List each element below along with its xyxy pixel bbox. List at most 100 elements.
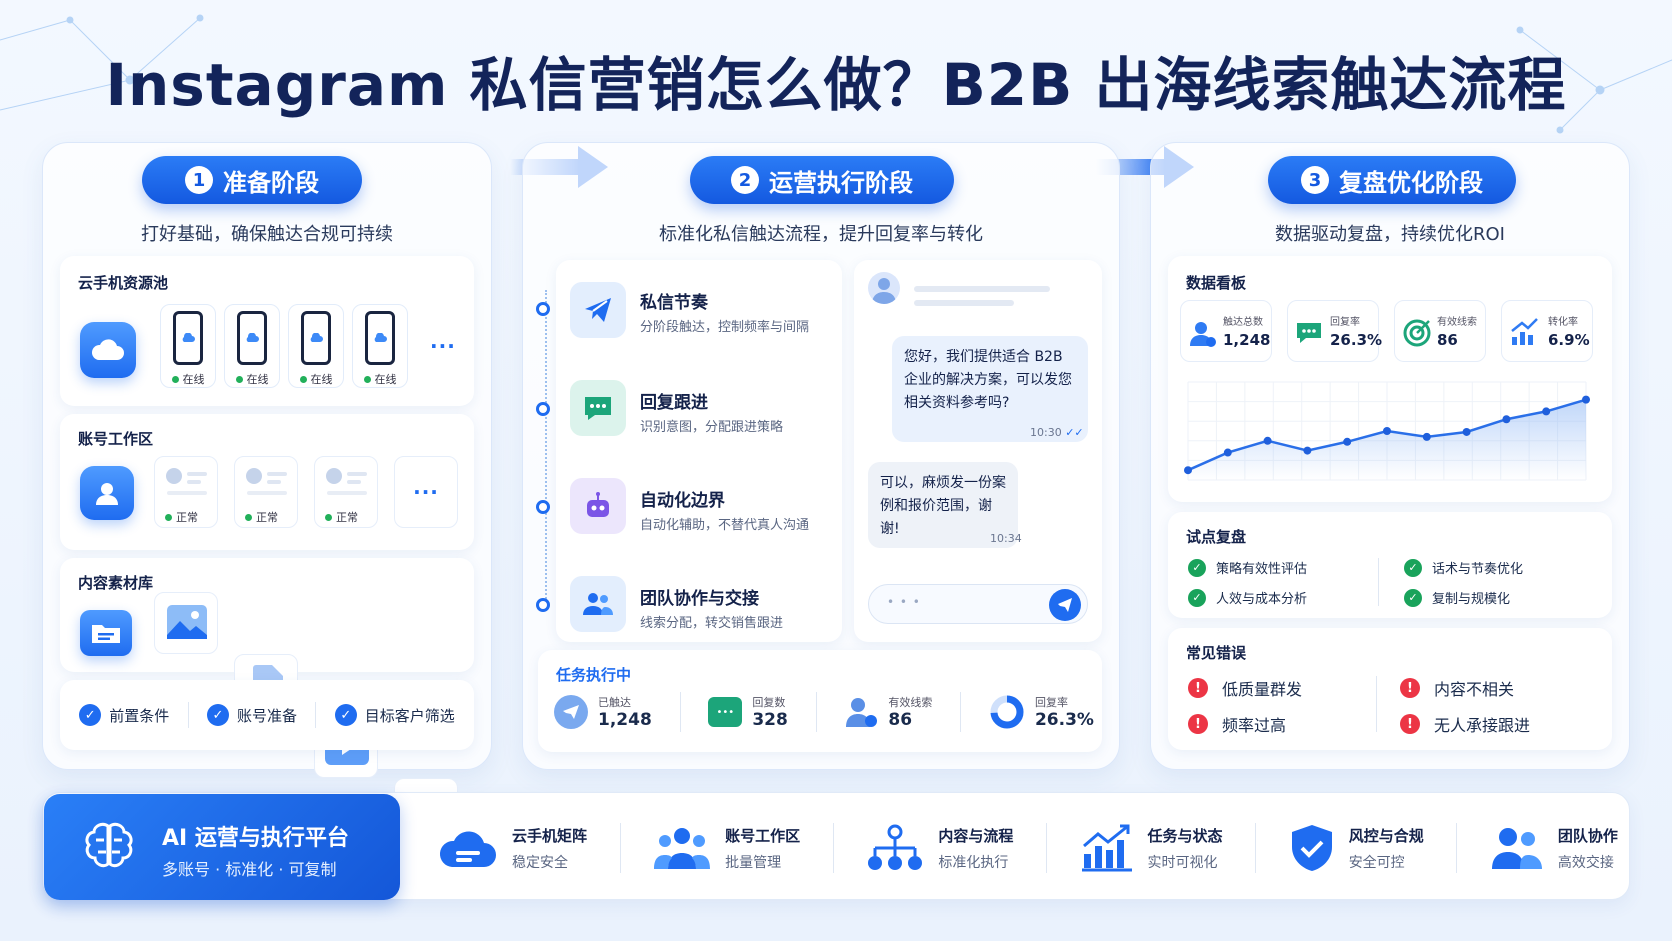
kpi-card: 转化率 6.9% [1501, 300, 1593, 362]
check-item: ✓账号准备 [206, 704, 297, 726]
brain-icon [85, 822, 133, 868]
platform-feature[interactable]: 账号工作区批量管理 [653, 825, 800, 872]
check-icon: ✓ [79, 704, 102, 726]
bar-chart-icon [1081, 824, 1132, 872]
trend-point [1582, 395, 1590, 404]
team-icon [1491, 828, 1542, 869]
stage1-subtitle: 打好基础，确保触达合规可持续 [141, 224, 393, 245]
platform-feature[interactable]: 内容与流程标准化执行 [866, 824, 1013, 872]
skeleton-line [914, 286, 1050, 292]
platform-card[interactable]: AI 运营与执行平台 多账号 · 标准化 · 可复制 [44, 794, 400, 900]
trend-point [1422, 432, 1431, 441]
account-card[interactable]: 正常 [234, 456, 298, 528]
platform-feature[interactable]: 团队协作高效交接 [1490, 825, 1618, 872]
step-timeline [545, 290, 547, 610]
step-dot [536, 598, 550, 612]
prep-checklist: ✓前置条件 ✓账号准备 ✓目标客户筛选 [60, 680, 474, 750]
cloud-pool-card: 云手机资源池 在线 在线 在线 在线 ··· [60, 256, 474, 406]
lead-icon [846, 698, 878, 727]
stage3-subtitle: 数据驱动复盘，持续优化ROI [1275, 224, 1505, 245]
cloud-phone[interactable]: 在线 [352, 304, 408, 388]
account-card[interactable]: 正常 [314, 456, 378, 528]
flow-icon [868, 824, 923, 870]
platform-feature[interactable]: 任务与状态实时可视化 [1080, 824, 1223, 872]
send-icon [570, 282, 626, 338]
chat-input[interactable]: • • • [868, 584, 1088, 624]
read-check-icon: ✓✓ [1065, 426, 1084, 439]
cloud-phone[interactable]: 在线 [160, 304, 216, 388]
trend-point [1542, 407, 1551, 416]
message-incoming: 可以，麻烦发一份案例和报价范围，谢谢! [868, 462, 1018, 548]
account-card[interactable]: 正常 [154, 456, 218, 528]
warning-icon: ! [1188, 714, 1208, 734]
chat-icon [1297, 323, 1321, 343]
cloud-phone[interactable]: 在线 [224, 304, 280, 388]
trend-point [1184, 466, 1192, 475]
folder-icon [80, 610, 132, 656]
check-icon: ✓ [1404, 588, 1422, 607]
shield-icon [1291, 825, 1332, 871]
pilot-item: ✓复制与规模化 [1404, 588, 1510, 607]
stage1-header: 1 准备阶段 [142, 156, 362, 204]
pilot-item: ✓策略有效性评估 [1188, 558, 1307, 577]
step-dot [536, 302, 550, 316]
pilot-item: ✓话术与节奏优化 [1404, 558, 1523, 577]
platform-feature[interactable]: 风控与合规安全可控 [1289, 823, 1424, 873]
content-library-card: 内容素材库 ··· [60, 558, 474, 840]
team-icon [570, 576, 626, 632]
platform-features: 云手机矩阵稳定安全 账号工作区批量管理 内容与流程标准化执行 任务与状态实时可视… [438, 816, 1618, 880]
error-item: !频率过高 [1188, 712, 1286, 736]
check-item: ✓前置条件 [79, 704, 169, 726]
phone-status: 在线 [310, 373, 333, 386]
error-item: !低质量群发 [1188, 676, 1302, 700]
account-status: 正常 [176, 511, 198, 524]
step-item[interactable]: 回复跟进 识别意图，分配跟进策略 [536, 380, 836, 444]
trend-point [1263, 436, 1272, 445]
stage3-header: 3 复盘优化阶段 [1268, 156, 1516, 204]
dashboard-card: 数据看板 触达总数 1,248 回复率 26.3% 有效线索 86 转化率 6.… [1168, 256, 1612, 502]
check-icon: ✓ [334, 704, 357, 726]
trend-point [1502, 415, 1511, 424]
pilot-item: ✓人效与成本分析 [1188, 588, 1307, 607]
step-item[interactable]: 私信节奏 分阶段触达，控制频率与间隔 [536, 282, 836, 346]
chat-icon [570, 380, 626, 436]
warning-icon: ! [1400, 714, 1420, 734]
platform-subtitle: 多账号 · 标准化 · 可复制 [162, 860, 337, 879]
check-item: ✓目标客户筛选 [334, 704, 455, 726]
account-workspace-card: 账号工作区 正常 正常 正常 ··· [60, 414, 474, 550]
trend-point [1462, 427, 1471, 436]
phone-status: 在线 [246, 373, 269, 386]
pilot-review-card: 试点复盘 ✓策略有效性评估 ✓话术与节奏优化 ✓人效与成本分析 ✓复制与规模化 [1168, 512, 1612, 618]
step-dot [536, 500, 550, 514]
trend-point [1223, 448, 1232, 457]
phone-list: 在线 在线 在线 在线 [160, 304, 408, 388]
cloud-pool-title: 云手机资源池 [78, 274, 169, 292]
skeleton-line [914, 300, 1014, 306]
donut-icon [990, 695, 1024, 729]
cloud-phone[interactable]: 在线 [288, 304, 344, 388]
phone-status: 在线 [182, 373, 205, 386]
trend-point [1343, 437, 1352, 446]
chat-window: 您好，我们提供适合 B2B 企业的解决方案，可以发您相关资料参考吗? 10:30… [854, 260, 1102, 642]
check-icon: ✓ [1188, 588, 1206, 607]
send-button[interactable] [1049, 589, 1081, 621]
error-item: !内容不相关 [1400, 676, 1514, 700]
step-dot [536, 402, 550, 416]
more-accounts-button[interactable]: ··· [394, 456, 458, 528]
step-item[interactable]: 团队协作与交接 线索分配，转交销售跟进 [536, 576, 836, 640]
step-item[interactable]: 自动化边界 自动化辅助，不替代真人沟通 [536, 478, 836, 542]
account-card-list: 正常 正常 正常 ··· [154, 456, 458, 528]
send-icon [554, 695, 588, 729]
image-icon[interactable] [154, 592, 218, 654]
platform-feature[interactable]: 云手机矩阵稳定安全 [438, 825, 587, 872]
stage2-label: 运营执行阶段 [769, 168, 913, 197]
stage1-number: 1 [185, 166, 213, 194]
more-phones-button[interactable]: ··· [430, 334, 456, 358]
avatar [868, 272, 900, 304]
kpi-card: 有效线索 86 [1394, 300, 1486, 362]
account-status: 正常 [336, 511, 358, 524]
cloud-icon [439, 831, 496, 867]
